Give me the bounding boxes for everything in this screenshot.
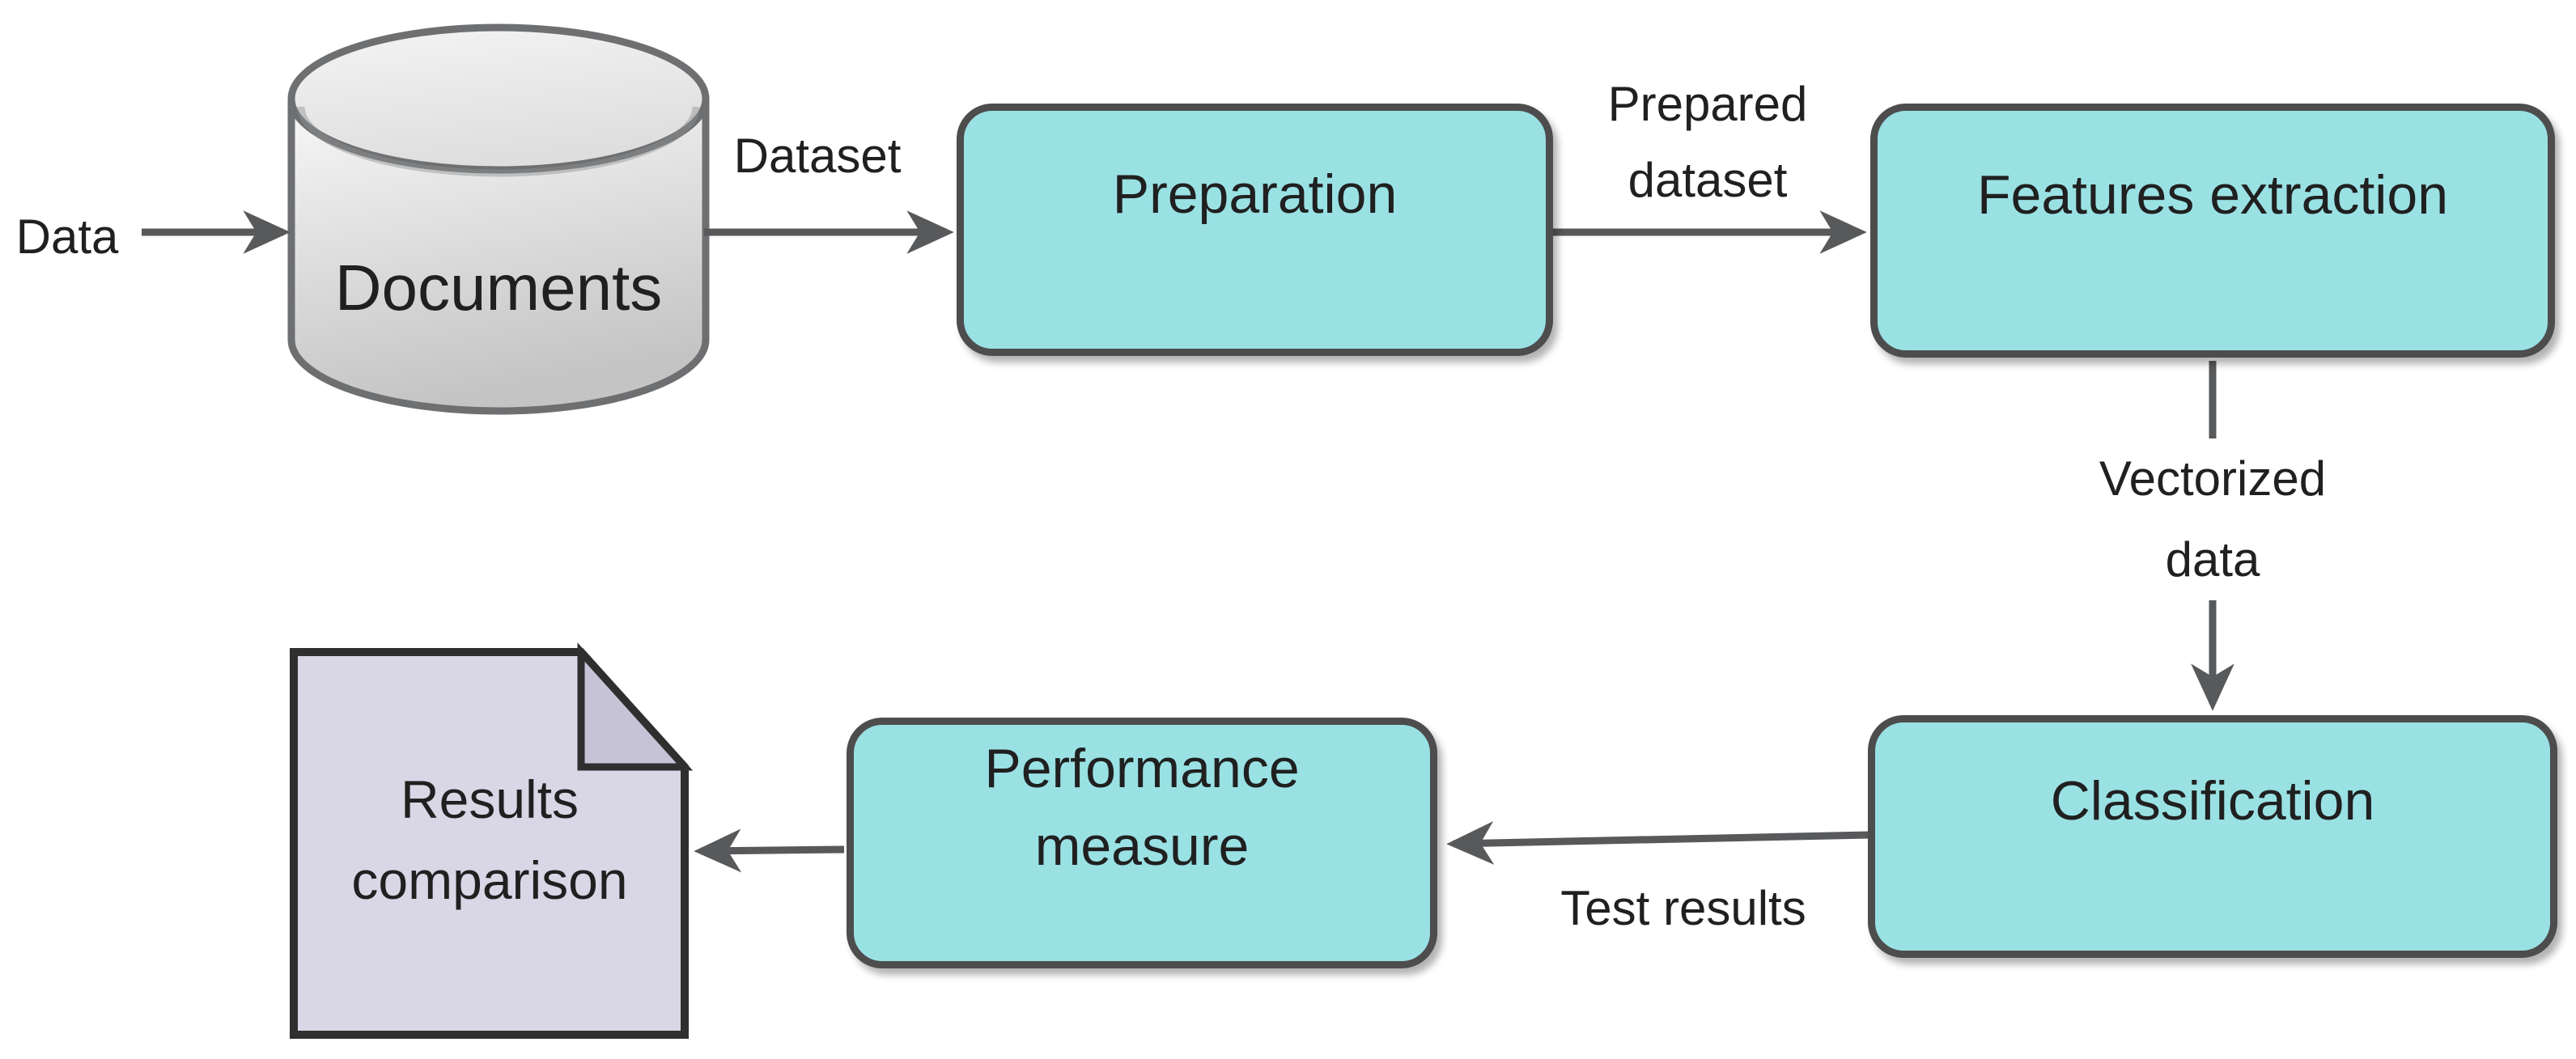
node-performance-measure-line2: measure xyxy=(1034,815,1250,877)
label-prepared-dataset: Prepared dataset xyxy=(1558,66,1857,218)
results-document-shape xyxy=(290,642,694,1039)
label-results-comparison-line1: Results xyxy=(400,769,579,829)
arrow-classification-to-performance xyxy=(1446,821,1870,865)
label-vectorized-data-line1: Vectorized xyxy=(2099,451,2327,506)
label-vectorized-data: Vectorized data xyxy=(2075,438,2350,600)
documents-cylinder-shape xyxy=(287,23,710,415)
label-prepared-dataset-line1: Prepared xyxy=(1607,77,1808,131)
label-prepared-dataset-line2: dataset xyxy=(1628,153,1788,207)
node-classification: Classification xyxy=(1868,715,2557,958)
label-test-results: Test results xyxy=(1530,870,1837,947)
label-test-results-text: Test results xyxy=(1560,881,1806,935)
node-classification-label: Classification xyxy=(2050,770,2375,832)
node-preparation: Preparation xyxy=(957,104,1553,356)
label-dataset: Dataset xyxy=(696,118,939,194)
label-dataset-text: Dataset xyxy=(733,129,902,183)
label-data: Data xyxy=(6,199,128,275)
label-results-comparison: Results comparison xyxy=(294,759,685,921)
label-documents: Documents xyxy=(291,252,706,324)
label-results-comparison-line2: comparison xyxy=(351,850,628,910)
node-performance-measure-line1: Performance xyxy=(984,738,1300,799)
node-features-extraction-label: Features extraction xyxy=(1976,164,2449,226)
label-documents-text: Documents xyxy=(334,252,663,324)
node-performance-measure: Performance measure xyxy=(847,718,1437,968)
label-data-text: Data xyxy=(15,210,119,264)
node-features-extraction: Features extraction xyxy=(1870,104,2555,358)
label-vectorized-data-line2: data xyxy=(2165,532,2260,587)
arrow-performance-to-results xyxy=(694,828,845,873)
node-preparation-label: Preparation xyxy=(1112,163,1398,225)
node-performance-measure-label: Performance measure xyxy=(984,730,1299,885)
